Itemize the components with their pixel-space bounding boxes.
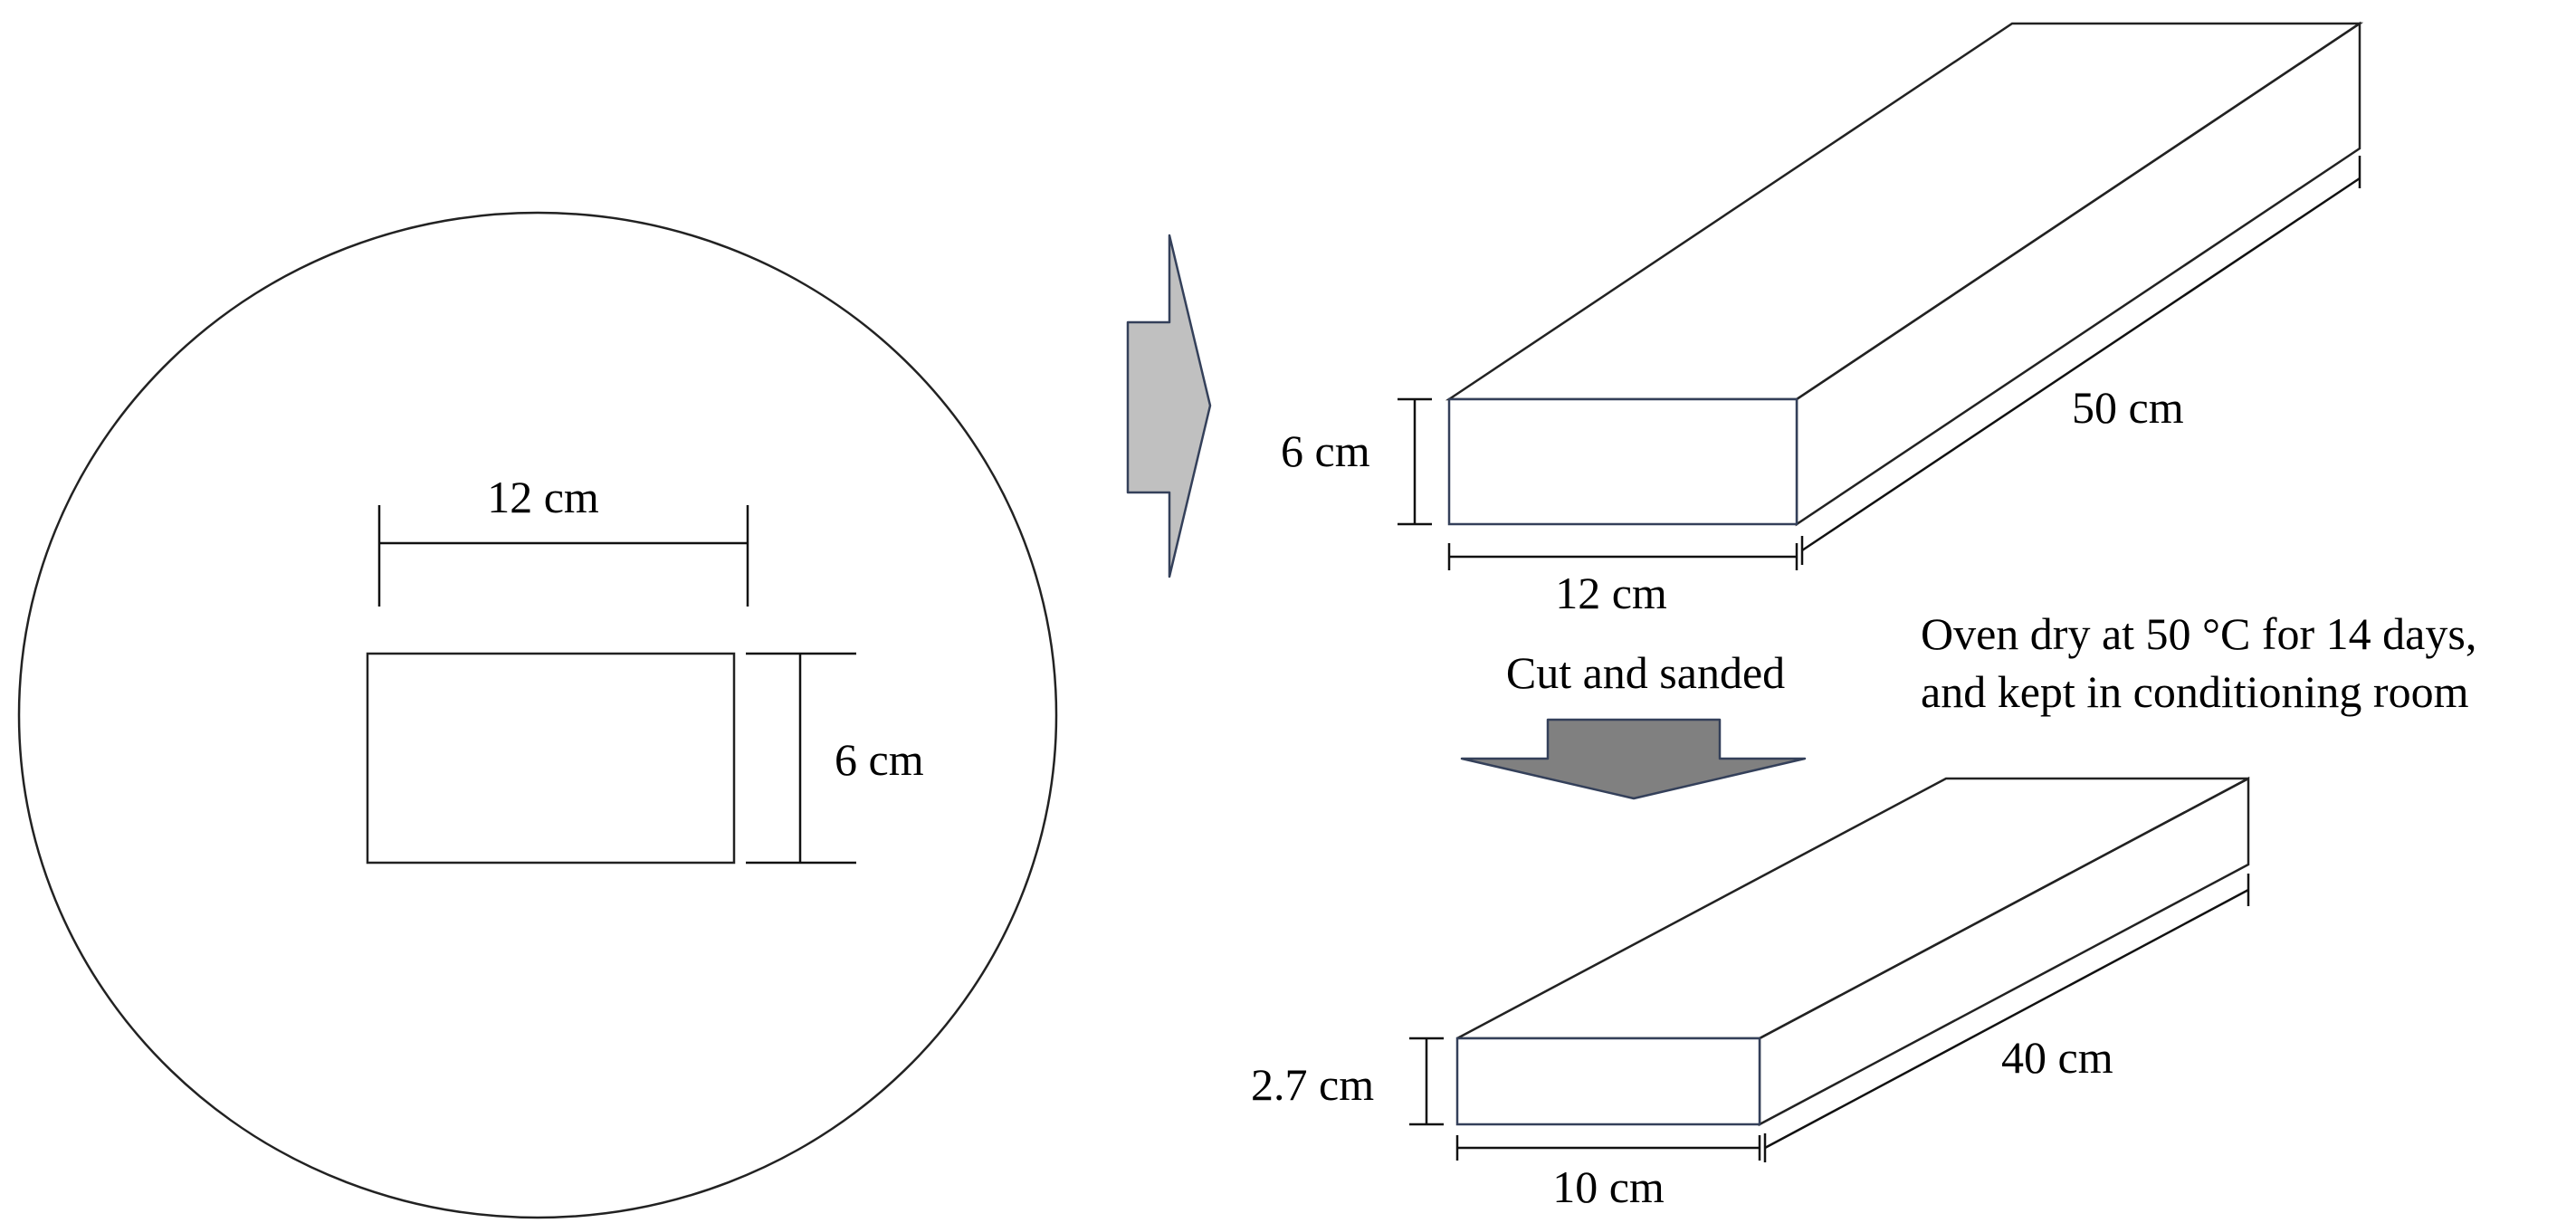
log-height-dimension	[746, 652, 856, 865]
large-beam-width-label: 12 cm	[1555, 568, 1667, 618]
sample-rectangle	[366, 652, 736, 865]
large-beam-front-face	[1447, 397, 1798, 526]
small-beam-width-label: 10 cm	[1552, 1161, 1665, 1212]
small-beam-front-face	[1455, 1037, 1761, 1126]
large-beam: 6 cm 12 cm 50 cm	[1281, 21, 2364, 618]
large-beam-width-dimension	[1447, 543, 1798, 570]
small-beam-length-dimension	[1763, 874, 2250, 1162]
log-width-dimension	[377, 505, 749, 607]
large-beam-top-face	[1445, 22, 2364, 401]
small-beam-height-dimension	[1409, 1037, 1444, 1126]
conditioning-note-line-2: and kept in conditioning room	[1921, 666, 2469, 717]
small-beam-height-label: 2.7 cm	[1251, 1059, 1374, 1110]
log-cross-section: 12 cm 6 cm	[17, 211, 1058, 1219]
conditioning-note-line-1: Oven dry at 50 °C for 14 days,	[1921, 608, 2476, 659]
small-beam-width-dimension	[1455, 1135, 1761, 1161]
large-beam-height-label: 6 cm	[1281, 425, 1370, 476]
log-height-label: 6 cm	[835, 734, 924, 785]
right-arrow-icon	[1126, 234, 1212, 578]
small-beam-length-label: 40 cm	[2001, 1032, 2113, 1083]
large-beam-length-dimension	[1800, 156, 2361, 565]
small-beam-top-face	[1456, 777, 2249, 1040]
large-beam-side-face	[1795, 21, 2361, 527]
large-beam-length-label: 50 cm	[2072, 382, 2184, 433]
log-width-label: 12 cm	[487, 472, 599, 522]
down-arrow-icon	[1460, 718, 1807, 800]
small-beam: 2.7 cm 10 cm 40 cm	[1251, 776, 2250, 1212]
process-label: Cut and sanded	[1506, 647, 1785, 698]
large-beam-height-dimension	[1398, 397, 1432, 526]
log-circle	[17, 211, 1058, 1219]
